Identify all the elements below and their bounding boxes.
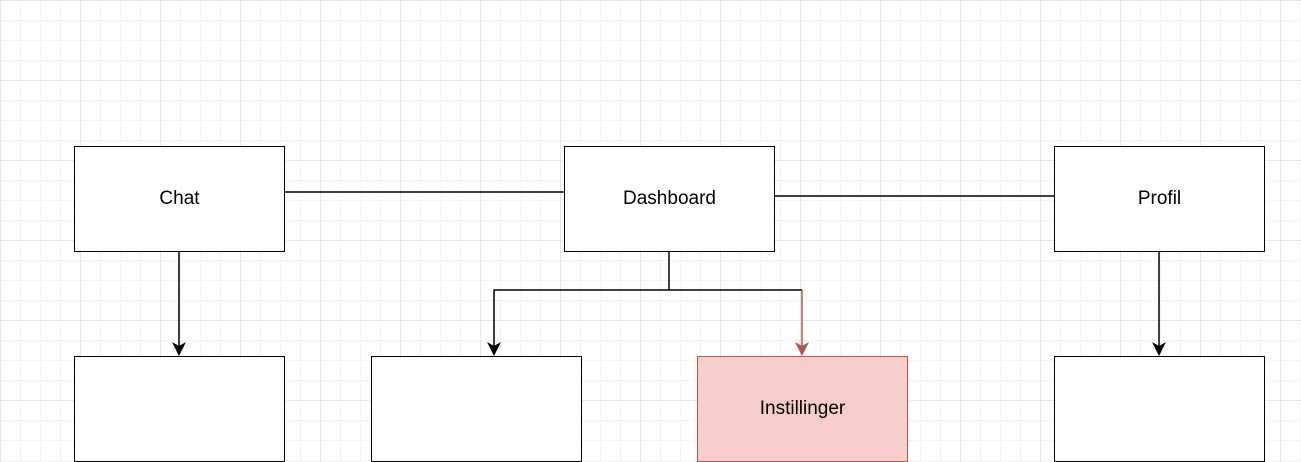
node-dashboard[interactable]: Dashboard xyxy=(564,146,775,252)
node-chat-label: Chat xyxy=(159,188,200,209)
node-instillinger[interactable]: Instillinger xyxy=(697,356,908,462)
edge-dashboard-left-child xyxy=(493,289,669,346)
arrowhead-instillinger xyxy=(795,342,809,356)
node-dashboard-left-child[interactable] xyxy=(371,356,582,462)
node-dashboard-label: Dashboard xyxy=(623,188,716,209)
node-instillinger-label: Instillinger xyxy=(759,398,846,419)
arrowhead-chat-child xyxy=(172,342,186,356)
arrowhead-profil-child xyxy=(1152,342,1166,356)
node-profil-child[interactable] xyxy=(1054,356,1265,462)
arrowhead-dashboard-left-child xyxy=(487,342,501,356)
node-chat-child[interactable] xyxy=(74,356,285,462)
node-profil-label: Profil xyxy=(1137,188,1182,209)
node-chat[interactable]: Chat xyxy=(74,146,285,252)
node-profil[interactable]: Profil xyxy=(1054,146,1265,252)
diagram-canvas: Chat Dashboard Profil Instillinger xyxy=(74,146,1265,462)
